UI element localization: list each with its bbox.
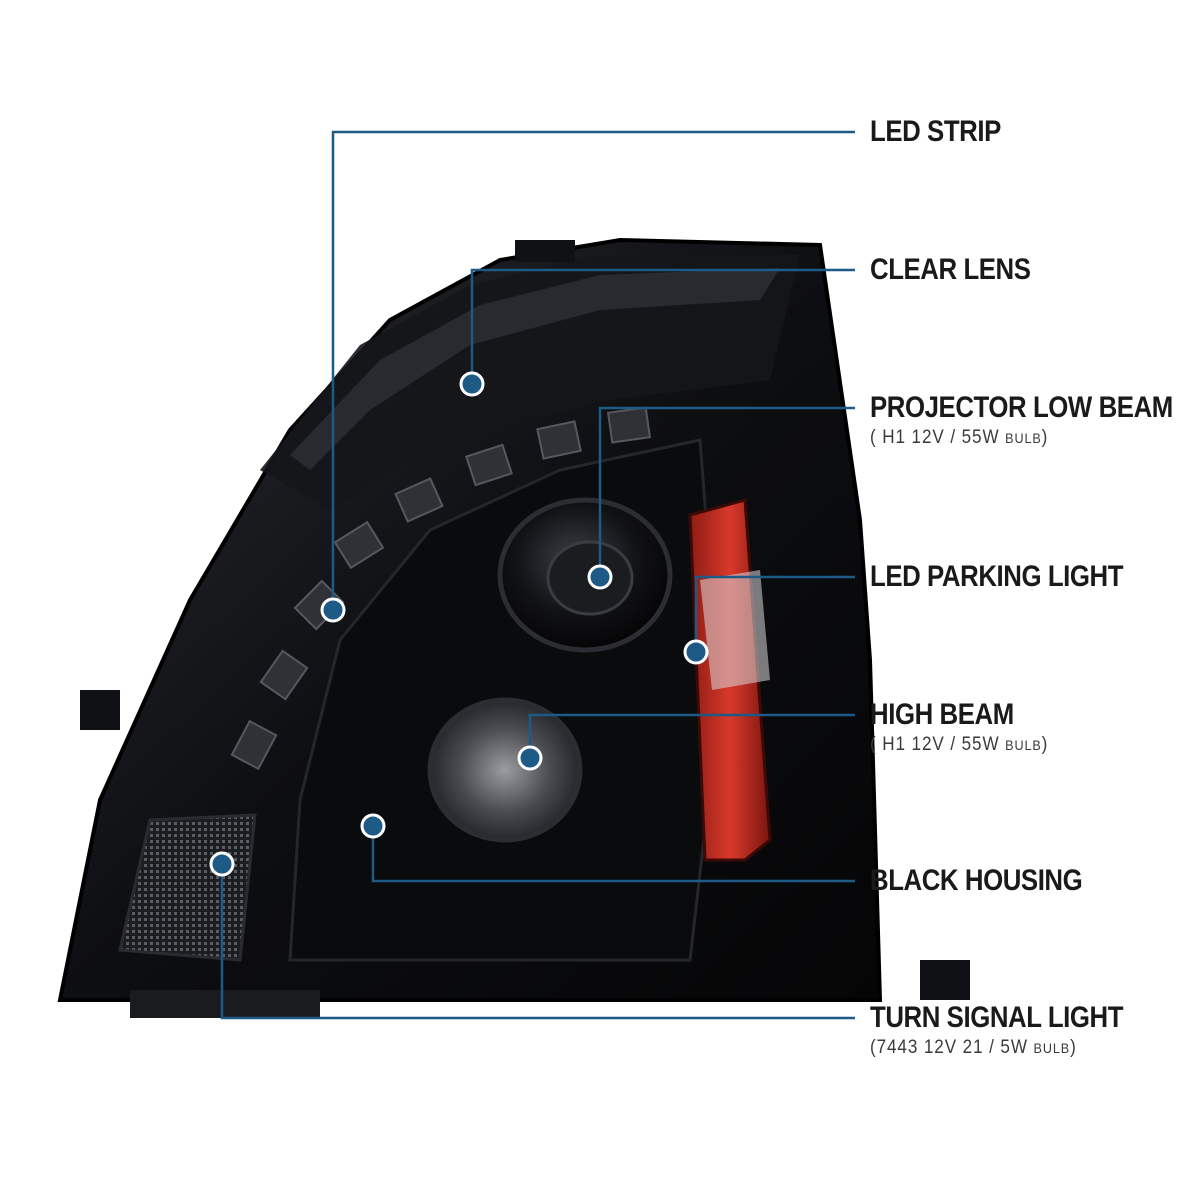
label-projector-low-beam: PROJECTOR LOW BEAM ( H1 12V / 55W BULB)	[870, 390, 1200, 450]
clear-lens-upper	[260, 255, 800, 510]
leader-led-parking-light	[694, 575, 855, 652]
label-title: BLACK HOUSING	[870, 864, 1083, 897]
leader-led-strip	[331, 130, 855, 610]
dot-projector-low-beam	[587, 564, 613, 590]
dot-turn-signal-light	[209, 851, 235, 877]
leader-clear-lens	[470, 268, 855, 384]
label-spec: (7443 12V 21 / 5W BULB)	[870, 1037, 1077, 1058]
callout-dots	[209, 371, 709, 877]
dot-black-housing	[360, 813, 386, 839]
leader-projector-low-beam	[598, 406, 855, 577]
leader-high-beam	[528, 713, 855, 758]
label-title: PROJECTOR LOW BEAM	[870, 391, 1173, 424]
dot-led-strip	[320, 597, 346, 623]
led-strip-cells	[230, 406, 652, 771]
high-beam-reflector	[427, 697, 583, 843]
dot-led-parking-light	[683, 639, 709, 665]
leader-lines	[220, 130, 855, 1020]
label-title: HIGH BEAM	[870, 698, 1014, 731]
dot-clear-lens	[459, 371, 485, 397]
label-led-strip: LED STRIP	[870, 114, 1022, 150]
mount-tab-bottom	[130, 990, 320, 1018]
label-turn-signal-light: TURN SIGNAL LIGHT (7443 12V 21 / 5W BULB…	[870, 1000, 1164, 1060]
label-title: LED STRIP	[870, 115, 1001, 148]
leader-black-housing	[371, 826, 855, 883]
mount-tab-top	[515, 240, 575, 262]
lens-highlight	[290, 268, 780, 470]
label-title: LED PARKING LIGHT	[870, 560, 1124, 593]
mount-tab-left	[80, 690, 120, 730]
label-clear-lens: CLEAR LENS	[870, 252, 1057, 288]
label-high-beam: HIGH BEAM ( H1 12V / 55W BULB)	[870, 697, 1068, 757]
leader-turn-signal-light	[220, 864, 855, 1020]
label-black-housing: BLACK HOUSING	[870, 863, 1117, 899]
headlight-body	[57, 237, 970, 1018]
parking-light-chrome	[700, 570, 770, 690]
label-title: TURN SIGNAL LIGHT	[870, 1001, 1124, 1034]
dot-high-beam	[517, 745, 543, 771]
label-spec: ( H1 12V / 55W BULB)	[870, 427, 1049, 448]
label-led-parking-light: LED PARKING LIGHT	[870, 559, 1164, 595]
label-title: CLEAR LENS	[870, 253, 1031, 286]
mount-tab-bottom-right	[920, 960, 970, 1000]
label-spec: ( H1 12V / 55W BULB)	[870, 734, 1049, 755]
